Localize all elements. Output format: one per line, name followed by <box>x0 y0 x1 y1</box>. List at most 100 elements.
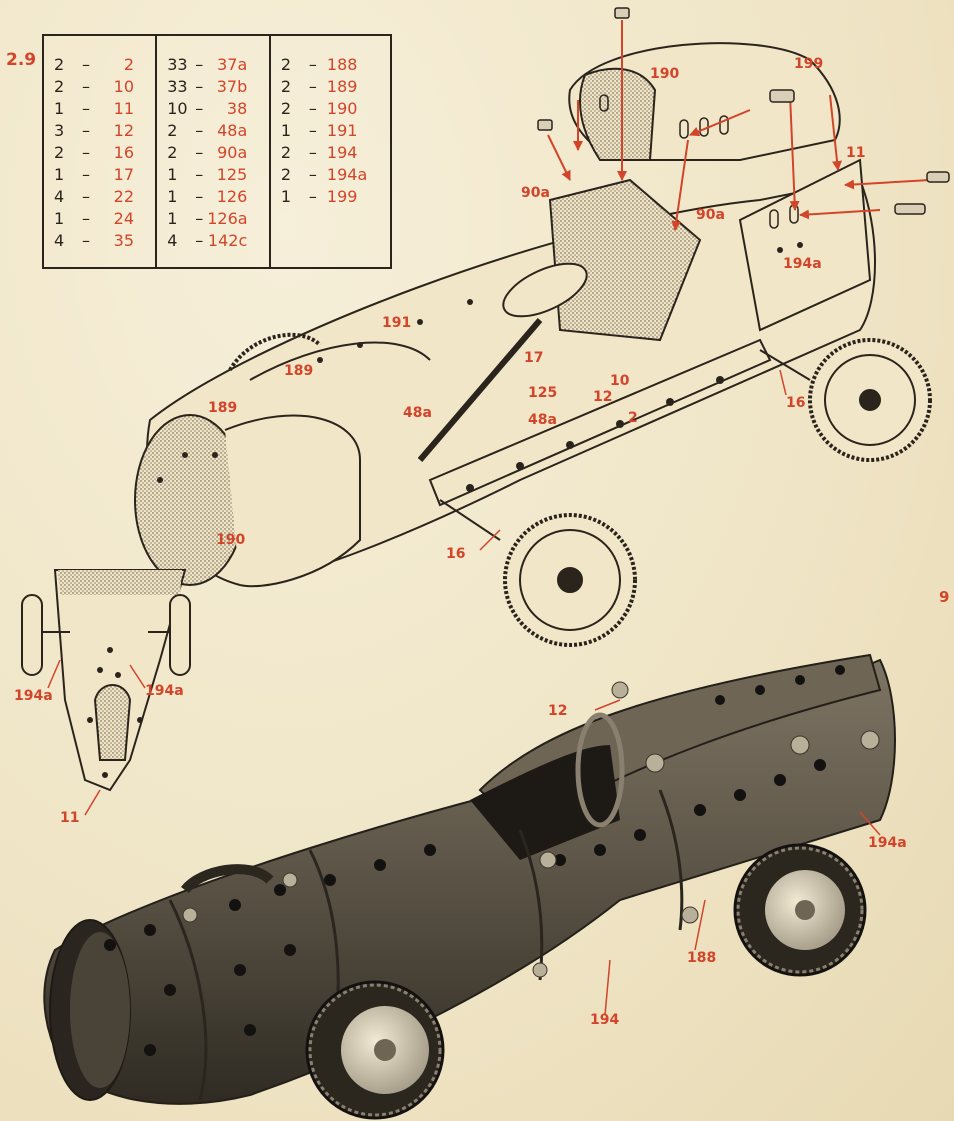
callout-199: 199 <box>794 56 824 72</box>
part-number: 194 <box>326 143 358 162</box>
part-number: 35 <box>113 231 134 250</box>
callout-48a-right: 48a <box>528 412 557 428</box>
part-number: 11 <box>113 99 134 118</box>
callout-12: 12 <box>593 389 613 405</box>
parts-row: 1–11 <box>54 99 134 118</box>
part-number: 199 <box>326 187 358 206</box>
callout-188-photo: 188 <box>687 950 717 966</box>
parts-column-1: 2–2 2–10 1–11 3–12 2–16 1–17 4–22 1–24 4… <box>43 35 156 268</box>
callout-190-hood: 190 <box>650 66 680 82</box>
parts-row: 4–22 <box>54 187 134 206</box>
page-number: 9 <box>939 588 950 606</box>
part-number: 194a <box>326 165 368 184</box>
callout-leaders <box>47 369 881 1016</box>
parts-row: 2–194 <box>281 142 390 164</box>
parts-row: 2–188 <box>281 54 390 76</box>
part-number: 188 <box>326 55 358 74</box>
parts-row: 1–191 <box>281 120 390 142</box>
part-qty: 4 <box>167 231 178 250</box>
part-qty: 2 <box>54 77 65 96</box>
part-qty: 2 <box>54 143 65 162</box>
parts-row: 3–12 <box>54 121 134 140</box>
parts-row: 2–48a <box>167 121 248 140</box>
part-number: 37a <box>217 55 248 74</box>
part-number: 190 <box>326 99 358 118</box>
part-qty: 1 <box>280 121 292 140</box>
parts-row: 33–37a <box>167 55 248 74</box>
parts-row: 2–16 <box>54 143 134 162</box>
callout-194-photo: 194 <box>590 1012 620 1028</box>
parts-column-3: 2–188 2–189 2–190 1–191 2–194 2–194a 1–1… <box>268 35 391 268</box>
part-number: 48a <box>217 121 248 140</box>
part-qty: 4 <box>54 187 65 206</box>
assembly-arrows <box>547 20 931 231</box>
part-number: 90a <box>217 143 248 162</box>
part-qty: 1 <box>280 187 292 206</box>
callout-16-right: 16 <box>786 395 806 411</box>
part-qty: 2 <box>280 99 292 118</box>
parts-row: 2–189 <box>281 76 390 98</box>
part-qty: 33 <box>167 55 188 74</box>
parts-row: 10–38 <box>167 99 248 118</box>
part-qty: 1 <box>167 209 178 228</box>
part-number: 125 <box>216 165 248 184</box>
parts-row: 2–90a <box>167 143 248 162</box>
parts-row: 1–125 <box>167 165 248 184</box>
callout-90a-right: 90a <box>696 207 725 223</box>
part-qty: 2 <box>280 165 292 184</box>
part-qty: 33 <box>167 77 188 96</box>
callout-189-upper: 189 <box>284 363 314 379</box>
parts-row: 1–126 <box>167 187 248 206</box>
callout-90a-left: 90a <box>521 185 550 201</box>
parts-row: 4–142c <box>167 231 248 250</box>
callout-194a-photo: 194a <box>868 835 907 851</box>
parts-row: 1–17 <box>54 165 134 184</box>
part-qty: 2 <box>54 55 65 74</box>
part-number: 22 <box>113 187 134 206</box>
part-number: 142c <box>207 231 248 250</box>
part-number: 126a <box>207 209 248 228</box>
part-qty: 10 <box>167 99 188 118</box>
model-number: 2.9 <box>6 50 37 70</box>
part-qty: 3 <box>54 121 65 140</box>
part-qty: 1 <box>54 99 65 118</box>
part-qty: 2 <box>280 77 292 96</box>
callout-194a-underside-right: 194a <box>145 683 184 699</box>
parts-list-table: 2–2 2–10 1–11 3–12 2–16 1–17 4–22 1–24 4… <box>42 34 392 269</box>
part-number: 16 <box>113 143 134 162</box>
part-qty: 1 <box>54 209 65 228</box>
parts-row: 1–24 <box>54 209 134 228</box>
exploded-view-drawing <box>134 42 932 647</box>
part-qty: 1 <box>167 187 178 206</box>
callout-190-nose: 190 <box>216 532 246 548</box>
callout-17: 17 <box>524 350 544 366</box>
part-number: 191 <box>326 121 358 140</box>
callout-125: 125 <box>528 385 558 401</box>
parts-row: 2–10 <box>54 77 134 96</box>
part-number: 189 <box>326 77 358 96</box>
callout-11-underside: 11 <box>60 810 80 826</box>
callout-194a-side: 194a <box>783 256 822 272</box>
parts-row: 2–190 <box>281 98 390 120</box>
parts-row: 2–2 <box>54 55 134 74</box>
part-number: 24 <box>113 209 134 228</box>
callout-10: 10 <box>610 373 630 389</box>
part-number: 10 <box>113 77 134 96</box>
part-number: 38 <box>226 99 248 118</box>
callout-11-top: 11 <box>846 145 866 161</box>
bolt-icons <box>537 7 950 215</box>
parts-row: 1–126a <box>167 209 248 228</box>
callout-194a-underside-left: 194a <box>14 688 53 704</box>
parts-row: 33–37b <box>167 77 248 96</box>
callout-12-photo: 12 <box>548 703 568 719</box>
part-number: 17 <box>113 165 134 184</box>
part-number: 2 <box>123 55 134 74</box>
part-qty: 4 <box>54 231 65 250</box>
part-qty: 2 <box>280 55 292 74</box>
model-photograph <box>43 653 896 1120</box>
part-qty: 1 <box>167 165 178 184</box>
part-qty: 2 <box>167 143 178 162</box>
part-qty: 1 <box>54 165 65 184</box>
part-number: 126 <box>216 187 248 206</box>
part-number: 12 <box>113 121 134 140</box>
